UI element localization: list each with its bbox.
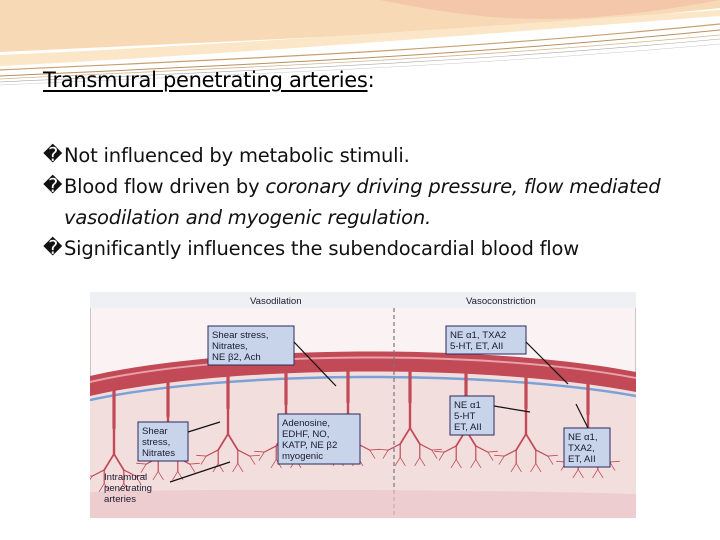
adenosine-label-line: myogenic — [282, 451, 323, 462]
shear-stress-label-line: Shear stress, — [212, 330, 269, 341]
bullet-marker: � — [43, 144, 63, 166]
bullet-marker: � — [43, 237, 63, 259]
ne-mid-label-line: ET, AII — [454, 422, 482, 433]
annotation-arrows — [169, 341, 589, 483]
coronary-artery-diagram: Vasodilation Vasoconstriction Shear stre… — [90, 292, 636, 518]
diagram-header-vasodilation: Vasodilation — [250, 296, 302, 307]
bullet-item: �Significantly influences the subendocar… — [43, 233, 683, 264]
adenosine-label-line: Adenosine, — [282, 418, 330, 429]
shear-stress-label: Shear stress,Nitrates,NE β2, Ach — [207, 325, 295, 366]
slide-title-colon: : — [367, 68, 375, 92]
bullet-item: �Blood flow driven by coronary driving p… — [43, 171, 683, 233]
diagram-header-vasoconstriction: Vasoconstriction — [466, 296, 536, 307]
slide-title-text: Transmural penetrating arteries — [43, 68, 368, 92]
ne-top-label-line: NE α1, TXA2 — [450, 330, 506, 341]
shear-stress-label-line: Nitrates, — [212, 341, 248, 352]
adenosine-label-line: KATP, NE β2 — [282, 440, 337, 451]
bullet-text: Blood flow driven by — [64, 175, 266, 198]
shear-stress-label-line: NE β2, Ach — [212, 352, 261, 363]
bullet-marker: � — [43, 175, 63, 197]
bullet-list: �Not influenced by metabolic stimuli.�Bl… — [43, 140, 683, 264]
shear-side-label-line: Shear — [142, 426, 168, 437]
intramural-arteries-label-line: penetrating — [104, 483, 152, 494]
ne-mid-label-line: 5-HT — [454, 411, 475, 422]
ne-right-label-line: TXA2, — [568, 443, 595, 454]
bullet-item: �Not influenced by metabolic stimuli. — [43, 140, 683, 171]
slide-header-decoration — [0, 0, 720, 86]
shear-side-label-line: stress, — [142, 437, 170, 448]
intramural-arteries-label-line: Intramural — [104, 472, 147, 483]
ne-top-label-line: 5-HT, ET, AII — [450, 341, 503, 352]
bullet-text: Not influenced by metabolic stimuli. — [64, 144, 410, 167]
slide-title: Transmural penetrating arteries: — [43, 68, 375, 92]
adenosine-label-line: EDHF, NO, — [282, 429, 329, 440]
bullet-text: Significantly influences the subendocard… — [64, 237, 579, 260]
bullet-text: coronary driving pressure, flow mediated… — [64, 175, 661, 229]
ne-right-label: NE α1,TXA2,ET, AII — [563, 427, 611, 468]
ne-mid-label-line: NE α1 — [454, 400, 481, 411]
ne-right-label-line: NE α1, — [568, 432, 598, 443]
ne-right-label-line: ET, AII — [568, 454, 596, 465]
intramural-arteries-label-line: arteries — [104, 494, 136, 505]
shear-side-label-line: Nitrates — [142, 448, 175, 459]
